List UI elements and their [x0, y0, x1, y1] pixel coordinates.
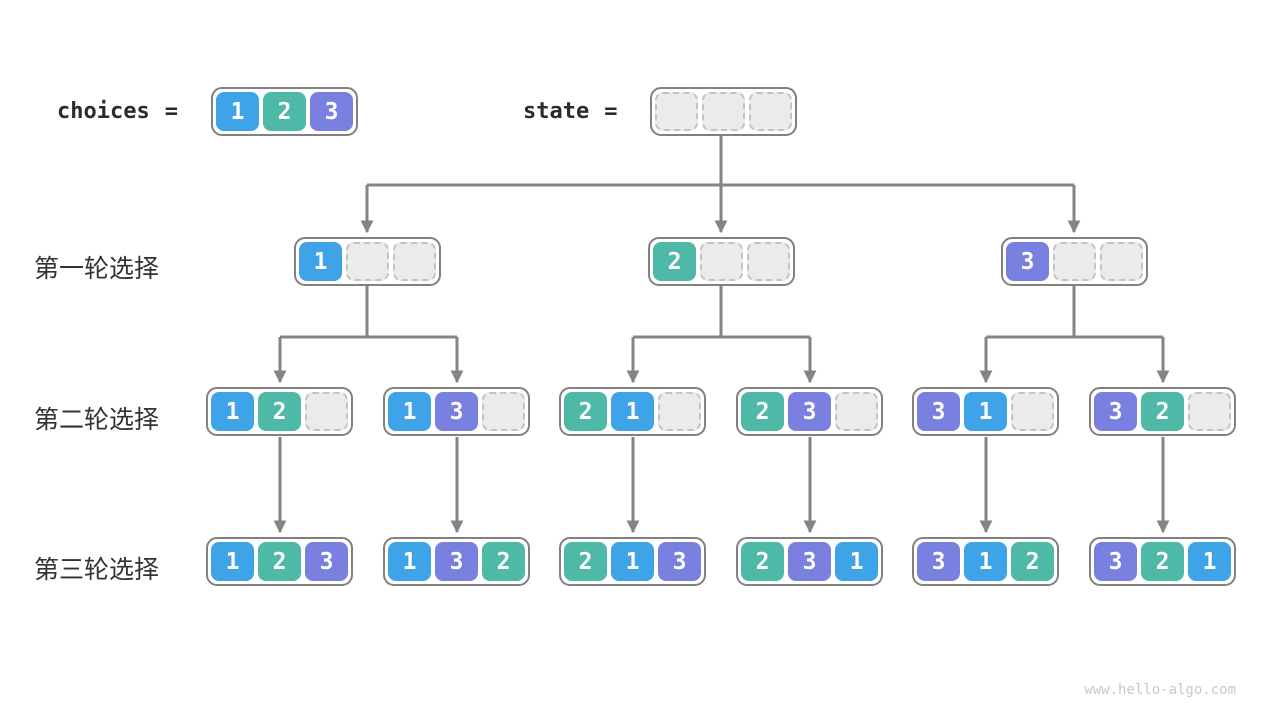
tree-node-l2-3: 2 3: [736, 387, 883, 436]
state-cell: [1011, 392, 1054, 431]
tree-node-l3-4: 3 1 2: [912, 537, 1059, 586]
tree-node-l3-1: 1 3 2: [383, 537, 530, 586]
tree-node-l1-0: 1: [294, 237, 441, 286]
state-cell: [482, 392, 525, 431]
state-cell: 1: [1188, 542, 1231, 581]
state-cell: 2: [258, 542, 301, 581]
choices-label-text: choices: [57, 99, 150, 124]
state-cell: 3: [788, 392, 831, 431]
tree-node-l1-1: 2: [648, 237, 795, 286]
state-cell: [305, 392, 348, 431]
state-cell: 1: [211, 392, 254, 431]
state-cell: 3: [917, 392, 960, 431]
tree-node-l3-2: 2 1 3: [559, 537, 706, 586]
state-cell: 3: [435, 542, 478, 581]
choices-cell: 3: [310, 92, 353, 131]
state-cell: 3: [658, 542, 701, 581]
state-cell: 2: [653, 242, 696, 281]
state-cell: 2: [741, 392, 784, 431]
state-cell: 1: [835, 542, 878, 581]
state-label-text: state: [523, 99, 590, 124]
state-cell: 2: [258, 392, 301, 431]
tree-node-l2-5: 3 2: [1089, 387, 1236, 436]
tree-node-l2-2: 2 1: [559, 387, 706, 436]
state-cell: 2: [564, 542, 607, 581]
state-cell: 1: [964, 392, 1007, 431]
state-cell: 1: [388, 392, 431, 431]
state-cell: 2: [564, 392, 607, 431]
state-cell: 3: [917, 542, 960, 581]
tree-node-l1-2: 3: [1001, 237, 1148, 286]
tree-node-l2-4: 3 1: [912, 387, 1059, 436]
choices-array-node: 1 2 3: [211, 87, 358, 136]
state-cell: 1: [211, 542, 254, 581]
equals-sign: =: [164, 99, 178, 124]
equals-sign: =: [604, 99, 618, 124]
tree-node-l2-0: 1 2: [206, 387, 353, 436]
state-cell: 3: [1094, 392, 1137, 431]
tree-node-l2-1: 1 3: [383, 387, 530, 436]
state-cell: [393, 242, 436, 281]
state-cell: 1: [388, 542, 431, 581]
state-cell: 3: [1006, 242, 1049, 281]
state-cell: 2: [1141, 392, 1184, 431]
state-cell: [1053, 242, 1096, 281]
state-cell: 3: [788, 542, 831, 581]
site-watermark: www.hello-algo.com: [1084, 682, 1236, 698]
state-cell: [655, 92, 698, 131]
state-cell: 2: [741, 542, 784, 581]
state-cell: [747, 242, 790, 281]
tree-node-l3-5: 3 2 1: [1089, 537, 1236, 586]
tree-node-l3-0: 1 2 3: [206, 537, 353, 586]
state-cell: [658, 392, 701, 431]
round-1-label: 第一轮选择: [34, 255, 160, 283]
state-cell: 2: [1011, 542, 1054, 581]
state-cell: 2: [1141, 542, 1184, 581]
state-cell: 2: [482, 542, 525, 581]
state-cell: 1: [299, 242, 342, 281]
state-cell: [1100, 242, 1143, 281]
choices-label: choices =: [57, 87, 178, 136]
state-cell: 3: [305, 542, 348, 581]
state-cell: 3: [435, 392, 478, 431]
round-3-label: 第三轮选择: [34, 556, 160, 584]
state-cell: 1: [611, 392, 654, 431]
state-cell: [702, 92, 745, 131]
state-cell: [835, 392, 878, 431]
tree-node-l3-3: 2 3 1: [736, 537, 883, 586]
state-cell: [700, 242, 743, 281]
state-cell: 1: [611, 542, 654, 581]
state-cell: [1188, 392, 1231, 431]
state-cell: [749, 92, 792, 131]
state-cell: 1: [964, 542, 1007, 581]
state-root-node: [650, 87, 797, 136]
round-2-label: 第二轮选择: [34, 406, 160, 434]
state-cell: 3: [1094, 542, 1137, 581]
choices-cell: 1: [216, 92, 259, 131]
state-label: state =: [523, 87, 617, 136]
state-cell: [346, 242, 389, 281]
choices-cell: 2: [263, 92, 306, 131]
